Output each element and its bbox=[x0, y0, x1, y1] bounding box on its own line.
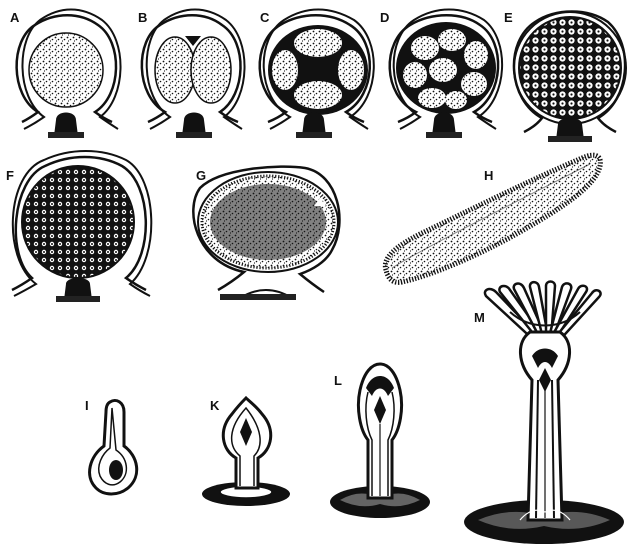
panel-l: L bbox=[330, 364, 430, 518]
panel-a-label: A bbox=[10, 10, 20, 25]
panel-d-label: D bbox=[380, 10, 389, 25]
panel-c-label: C bbox=[260, 10, 270, 25]
blastomere-right bbox=[191, 37, 231, 103]
panel-c: C bbox=[260, 10, 374, 139]
blastula-cells bbox=[519, 17, 621, 119]
panel-g: G bbox=[193, 167, 339, 300]
panel-e: E bbox=[504, 10, 626, 142]
panel-f-label: F bbox=[6, 168, 14, 183]
panel-d: D bbox=[380, 10, 502, 139]
blastomere-left bbox=[272, 50, 298, 90]
panel-b: B bbox=[138, 10, 245, 139]
blastomere-bottom bbox=[294, 81, 342, 109]
panel-b-label: B bbox=[138, 10, 147, 25]
blastomere-right bbox=[338, 50, 364, 90]
panel-m: M bbox=[464, 282, 624, 545]
panel-i-label: I bbox=[85, 398, 89, 413]
yolk-mass bbox=[29, 33, 103, 107]
blastomere-top bbox=[294, 29, 342, 57]
blastula-cells bbox=[22, 166, 134, 278]
panel-l-label: L bbox=[334, 373, 342, 388]
blastomere-left bbox=[155, 37, 195, 103]
panel-i: I bbox=[85, 398, 137, 494]
panel-m-label: M bbox=[474, 310, 485, 325]
panel-k: K bbox=[202, 398, 290, 506]
panel-a: A bbox=[10, 10, 121, 139]
panel-f: F bbox=[6, 151, 151, 302]
panel-h: H bbox=[385, 155, 600, 282]
panel-k-label: K bbox=[210, 398, 220, 413]
panel-h-label: H bbox=[484, 168, 493, 183]
panel-e-label: E bbox=[504, 10, 513, 25]
panel-g-label: G bbox=[196, 168, 206, 183]
